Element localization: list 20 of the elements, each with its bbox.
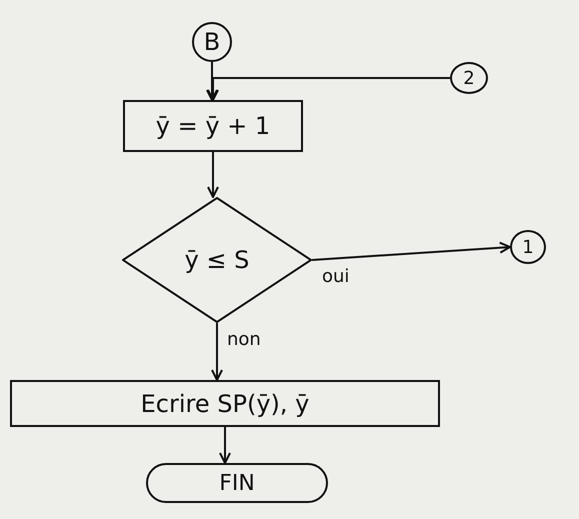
arrow [219, 427, 231, 464]
arrow [211, 323, 223, 381]
arrow [206, 62, 218, 101]
arrow [312, 242, 511, 261]
process-box [10, 380, 440, 427]
node-text: ȳ = ȳ + 1 [156, 112, 270, 140]
terminal-box [146, 463, 328, 503]
node-text: Ecrire SP(ȳ), ȳ [140, 390, 310, 418]
node-text: FIN [219, 470, 255, 496]
connector-circle [510, 230, 546, 264]
node-text: B [204, 28, 220, 56]
arrow [207, 152, 219, 198]
node-text: 2 [463, 68, 475, 88]
decision-diamond [122, 197, 312, 323]
connector-circle [192, 22, 232, 62]
node-text: 1 [522, 236, 534, 258]
arrow [207, 77, 450, 101]
connector-circle [450, 62, 488, 94]
node-text: ȳ ≤ S [184, 246, 250, 274]
process-box [123, 100, 303, 152]
